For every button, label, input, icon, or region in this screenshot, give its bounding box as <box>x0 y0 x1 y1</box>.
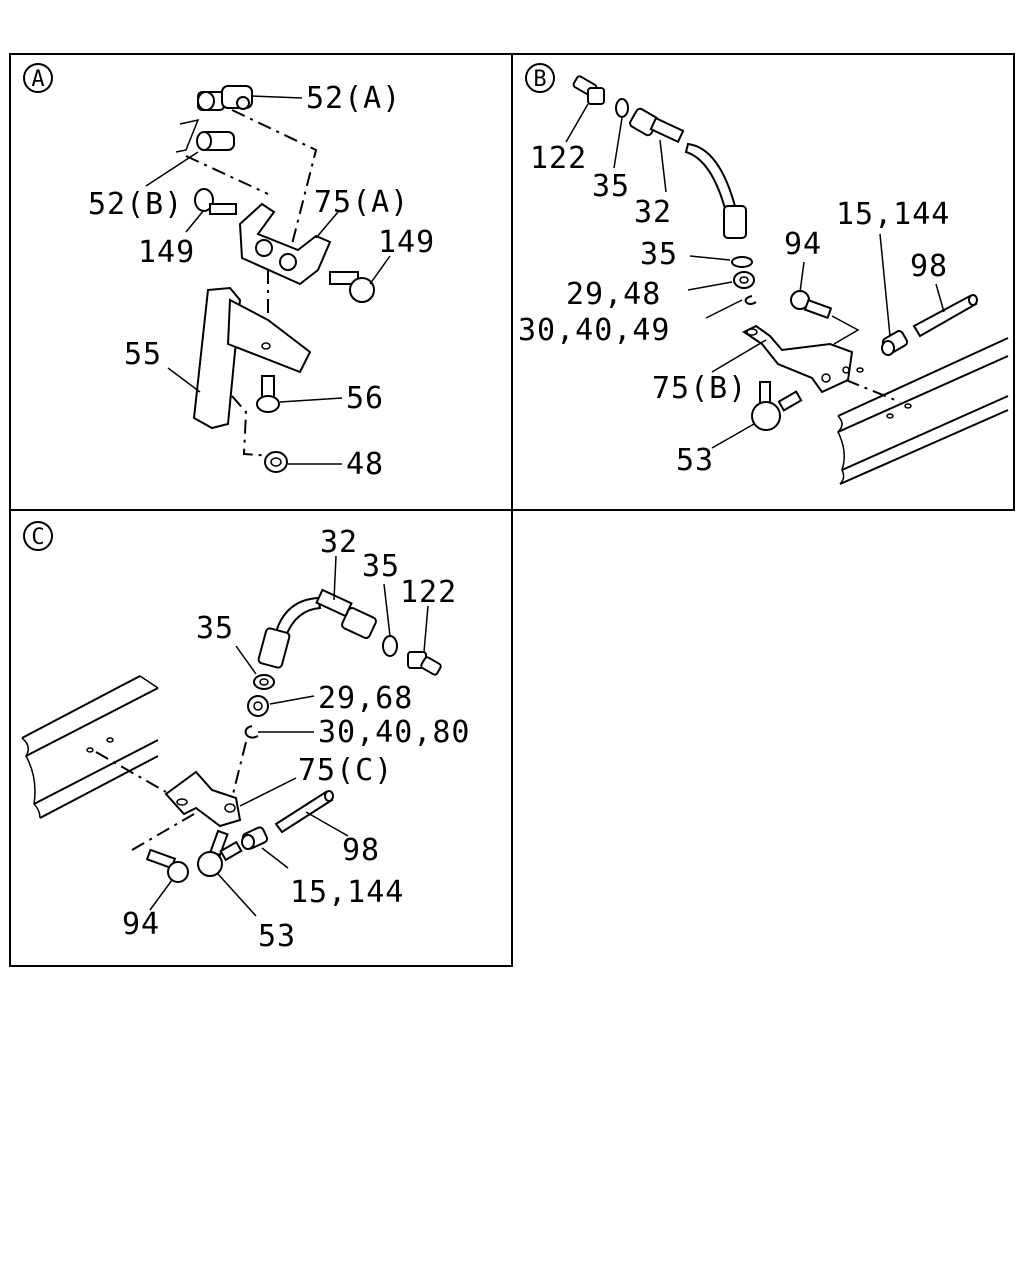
callout-15-144-c: 15,144 <box>290 875 404 910</box>
callout-52a: 52(A) <box>306 81 401 116</box>
callout-55: 55 <box>124 337 162 372</box>
callout-75c: 75(C) <box>298 753 393 788</box>
part-52b-fitting <box>175 118 235 153</box>
part-30-40-49-clip <box>744 295 757 305</box>
part-122-fitting-c <box>407 651 442 676</box>
callout-30-40-49: 30,40,49 <box>518 313 671 348</box>
part-35-washer-b1 <box>615 98 629 118</box>
part-98-pipe-c <box>274 790 334 834</box>
part-94-bolt-b <box>790 290 833 320</box>
part-15-144-fitting-c <box>241 826 269 850</box>
part-53-tee-b <box>751 381 803 431</box>
callout-75a: 75(A) <box>314 185 409 220</box>
panel-c: C 32 35 122 35 29,68 <box>21 521 471 954</box>
panel-b-marker-circle <box>525 63 555 93</box>
callout-52b: 52(B) <box>88 187 183 222</box>
callout-149-left: 149 <box>138 235 195 270</box>
part-35-washer-c2 <box>253 674 275 690</box>
callout-75b: 75(B) <box>652 371 747 406</box>
part-52a-tee <box>197 85 253 111</box>
part-48-nut <box>264 451 288 473</box>
callout-32-b: 32 <box>634 195 672 230</box>
callout-53-c: 53 <box>258 919 296 954</box>
part-149-bolt-right <box>329 271 375 303</box>
callout-32-c: 32 <box>320 525 358 560</box>
part-32-hose-c <box>257 588 377 669</box>
callout-30-40-80: 30,40,80 <box>318 715 471 750</box>
callout-122-c: 122 <box>400 575 457 610</box>
panel-b-marker: B <box>533 67 546 92</box>
frame-rail-b <box>837 337 1009 485</box>
panel-a-marker: A <box>31 67 44 92</box>
part-30-40-80-clip <box>244 725 259 739</box>
callout-29-68: 29,68 <box>318 681 413 716</box>
part-29-68-nut-c <box>247 695 269 717</box>
part-32-hose-b <box>629 107 747 239</box>
panel-a-marker-circle <box>23 63 53 93</box>
part-29-48-nut-b <box>733 271 755 289</box>
part-53-tee-c <box>197 829 243 877</box>
part-122-fitting <box>572 75 605 105</box>
part-55-bracket <box>192 286 312 430</box>
callout-35-c1: 35 <box>362 549 400 584</box>
part-149-bolt-left <box>194 188 237 215</box>
callout-122-b: 122 <box>530 141 587 176</box>
callout-98-b: 98 <box>910 249 948 284</box>
callout-149-right: 149 <box>378 225 435 260</box>
callout-94-c: 94 <box>122 907 160 942</box>
frame-rail-c <box>21 675 159 819</box>
panel-b: B 122 35 32 35 29,48 <box>518 63 1009 485</box>
part-94-bolt-c <box>145 848 189 883</box>
part-35-washer-c1 <box>382 635 398 657</box>
callout-56: 56 <box>346 381 384 416</box>
callout-48: 48 <box>346 447 384 482</box>
part-75c-bracket <box>164 770 242 828</box>
callout-15-144-b: 15,144 <box>836 197 950 232</box>
callout-94-b: 94 <box>784 227 822 262</box>
callout-53-b: 53 <box>676 443 714 478</box>
callout-35-b1: 35 <box>592 169 630 204</box>
callout-98-c: 98 <box>342 833 380 868</box>
callout-35-b2: 35 <box>640 237 678 272</box>
panel-c-marker: C <box>31 525 44 550</box>
callout-29-48: 29,48 <box>566 277 661 312</box>
panel-c-marker-circle <box>23 521 53 551</box>
panel-a: A 52(A) 52(B) 75(A) <box>23 63 435 482</box>
part-98-pipe-b <box>912 294 978 338</box>
panel-frame-c <box>9 509 513 967</box>
part-15-144-fitting-b <box>881 330 909 356</box>
callout-35-c2: 35 <box>196 611 234 646</box>
part-56-bolt <box>256 375 280 413</box>
part-35-washer-b2 <box>731 256 753 268</box>
part-75b-bracket <box>742 324 854 394</box>
part-75a-bracket <box>238 202 332 286</box>
